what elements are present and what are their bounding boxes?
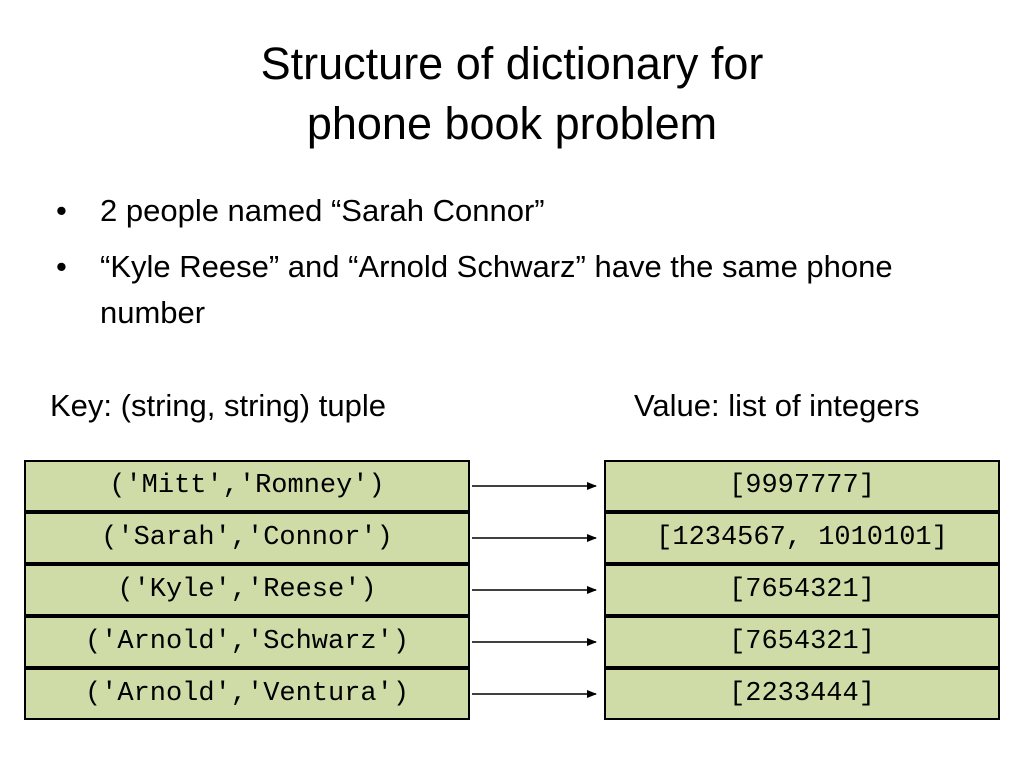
bullet-text: 2 people named “Sarah Connor” xyxy=(100,193,545,228)
bullet-item: • “Kyle Reese” and “Arnold Schwarz” have… xyxy=(56,244,956,336)
key-cell: ('Sarah','Connor') xyxy=(24,512,470,564)
bullet-dot-icon: • xyxy=(56,249,67,284)
slide-title-line-1: Structure of dictionary for xyxy=(260,38,764,89)
bullet-dot-icon: • xyxy=(56,193,67,228)
bullet-text: “Kyle Reese” and “Arnold Schwarz” have t… xyxy=(100,249,893,330)
key-cell: ('Mitt','Romney') xyxy=(24,460,470,512)
bullet-list: • 2 people named “Sarah Connor” • “Kyle … xyxy=(56,188,956,346)
value-column: [9997777] [1234567, 1010101] [7654321] [… xyxy=(604,460,1000,720)
key-column: ('Mitt','Romney') ('Sarah','Connor') ('K… xyxy=(24,460,470,720)
value-cell: [9997777] xyxy=(604,460,1000,512)
slide-title: Structure of dictionary for phone book p… xyxy=(0,34,1024,154)
value-column-label: Value: list of integers xyxy=(634,388,920,423)
key-cell: ('Arnold','Ventura') xyxy=(24,668,470,720)
key-column-label: Key: (string, string) tuple xyxy=(50,388,386,423)
value-cell: [7654321] xyxy=(604,616,1000,668)
bullet-item: • 2 people named “Sarah Connor” xyxy=(56,188,956,234)
value-cell: [2233444] xyxy=(604,668,1000,720)
value-cell: [7654321] xyxy=(604,564,1000,616)
value-cell: [1234567, 1010101] xyxy=(604,512,1000,564)
key-cell: ('Kyle','Reese') xyxy=(24,564,470,616)
key-cell: ('Arnold','Schwarz') xyxy=(24,616,470,668)
slide-title-line-2: phone book problem xyxy=(306,98,718,149)
